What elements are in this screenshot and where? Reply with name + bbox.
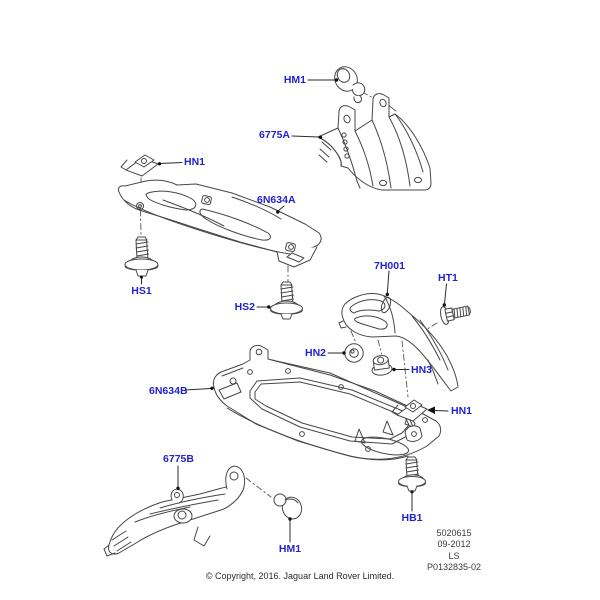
callout-hm1-top[interactable]: HM1	[283, 74, 306, 86]
clip-nut-hn1-top-drawing	[120, 154, 159, 177]
clip-nut-hn1-right-drawing	[391, 399, 428, 422]
shield-7h001-drawing	[338, 293, 459, 392]
callout-hn3[interactable]: HN3	[411, 364, 433, 376]
callout-hs2[interactable]: HS2	[234, 301, 255, 313]
callout-ht1[interactable]: HT1	[438, 272, 458, 284]
callout-hs1[interactable]: HS1	[131, 285, 152, 297]
plate-info-block: 5020615 09-2012 LS P0132835-02	[406, 528, 502, 574]
plate-catalog-number: 5020615	[436, 528, 472, 538]
bracket-6775b-drawing	[103, 465, 246, 557]
panel-6n634a-drawing	[117, 179, 322, 268]
plate-date: 09-2012	[437, 539, 471, 550]
callout-hm1-bottom[interactable]: HM1	[278, 543, 302, 555]
bracket-6775a-drawing	[317, 93, 432, 191]
screw-hs2-drawing	[270, 281, 303, 320]
plate-drawing-number: P0132835-02	[426, 562, 482, 573]
callout-hb1[interactable]: HB1	[401, 512, 423, 524]
panel-6n634b-drawing	[212, 344, 442, 461]
callout-6775a[interactable]: 6775A	[259, 129, 290, 141]
bolt-ht1-drawing	[440, 305, 472, 325]
plate-market-code: LS	[448, 550, 460, 561]
callout-6n634a[interactable]: 6N634A	[257, 194, 296, 206]
callout-6n634b[interactable]: 6N634B	[149, 385, 188, 397]
callout-hn2[interactable]: HN2	[304, 347, 326, 359]
callout-7h001[interactable]: 7H001	[374, 260, 405, 272]
plug-hm1-bottom-drawing	[273, 493, 303, 520]
leader-lines	[140, 78, 449, 543]
screw-hs1-drawing	[124, 236, 159, 277]
copyright-text: © Copyright, 2016. Jaguar Land Rover Lim…	[205, 571, 395, 581]
callout-hn1-top[interactable]: HN1	[184, 156, 206, 168]
callout-hn1-right[interactable]: HN1	[451, 405, 473, 417]
screw-hb1-drawing	[398, 456, 426, 492]
grommet-hn2-drawing	[344, 343, 364, 363]
plug-hm1-top-drawing	[334, 66, 366, 104]
callout-6775b[interactable]: 6775B	[163, 453, 194, 465]
nut-hn3-drawing	[371, 355, 393, 376]
